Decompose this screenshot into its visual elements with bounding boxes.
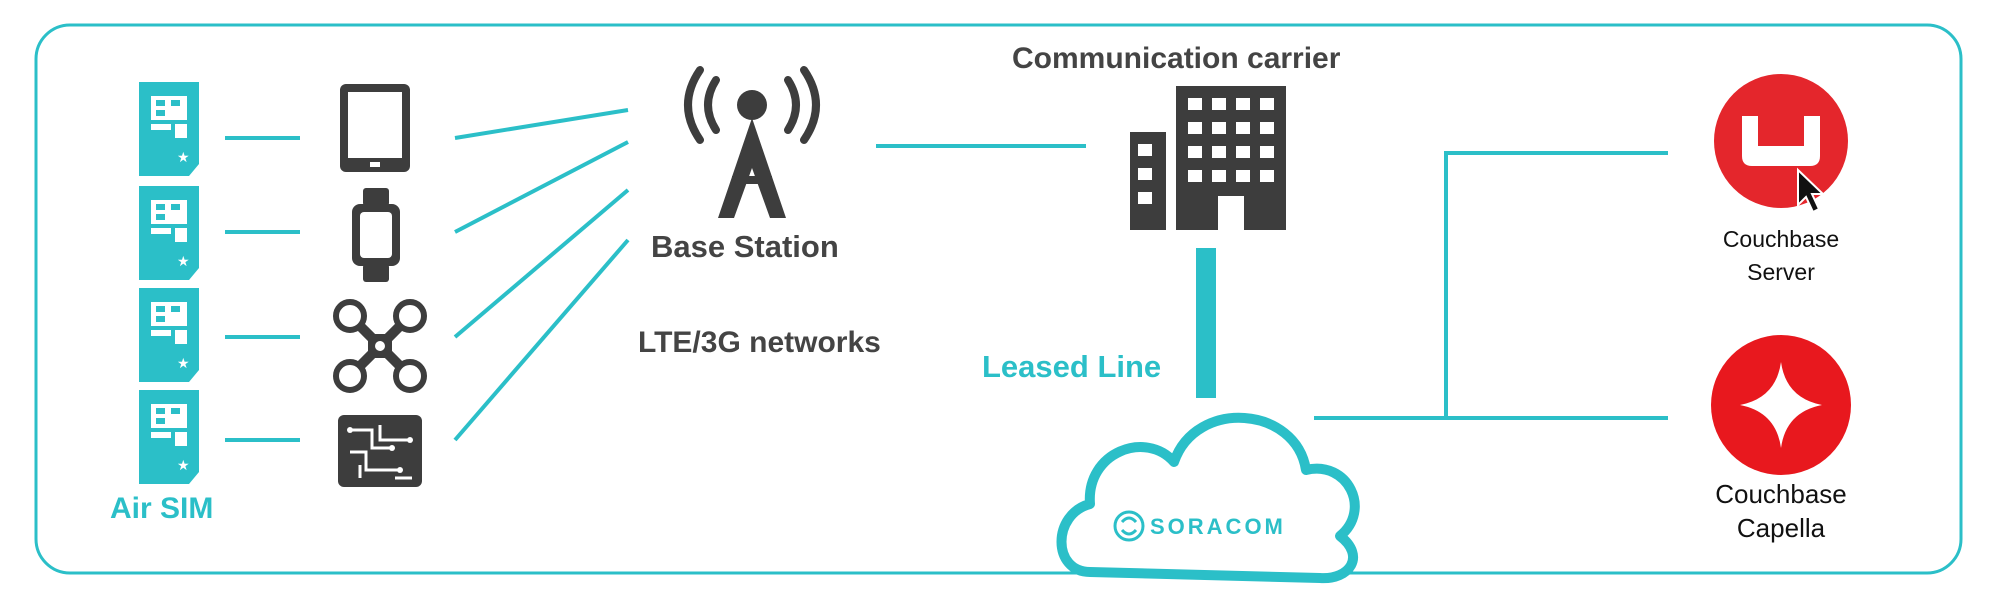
base-station-tower-icon: [684, 66, 820, 218]
couchbase-capella-label-line1: Couchbase: [1715, 479, 1847, 509]
svg-text:★: ★: [177, 458, 190, 474]
sim-card-icon: ★: [139, 390, 199, 484]
diagram-frame: [34, 23, 1963, 575]
leased-line-label: Leased Line: [982, 349, 1161, 384]
drone-icon: [333, 299, 427, 393]
sim-card-icon: ★: [139, 288, 199, 382]
svg-text:★: ★: [177, 150, 190, 166]
sim-card-icon: ★: [139, 186, 199, 280]
lte-3g-networks-label: LTE/3G networks: [638, 326, 881, 359]
svg-text:★: ★: [177, 254, 190, 270]
sim-device-links: [225, 136, 300, 442]
communication-carrier-label: Communication carrier: [1012, 42, 1341, 75]
soracom-cloud-icon: [1056, 413, 1360, 584]
couchbase-server-logo-icon: [1714, 74, 1848, 208]
sim-card-icon: ★: [139, 82, 199, 176]
svg-text:★: ★: [177, 356, 190, 372]
leased-line-connector: [1196, 248, 1216, 398]
device-base-links: [453, 108, 630, 442]
smartwatch-icon: [352, 188, 400, 282]
air-sim-label: Air SIM: [110, 492, 213, 525]
soracom-label: SORACOM: [1150, 514, 1286, 539]
carrier-building-icon: [1130, 86, 1286, 230]
couchbase-server-label-line1: Couchbase: [1723, 226, 1839, 252]
circuit-board-icon: [338, 415, 422, 487]
couchbase-capella-logo-icon: [1711, 335, 1851, 475]
base-station-label: Base Station: [651, 229, 839, 264]
couchbase-server-label-line2: Server: [1747, 259, 1815, 285]
couchbase-capella-label-line2: Capella: [1737, 513, 1826, 543]
cloud-couchbase-links: [1314, 151, 1668, 420]
tablet-icon: [340, 84, 410, 172]
mouse-cursor-icon: [1797, 167, 1826, 214]
